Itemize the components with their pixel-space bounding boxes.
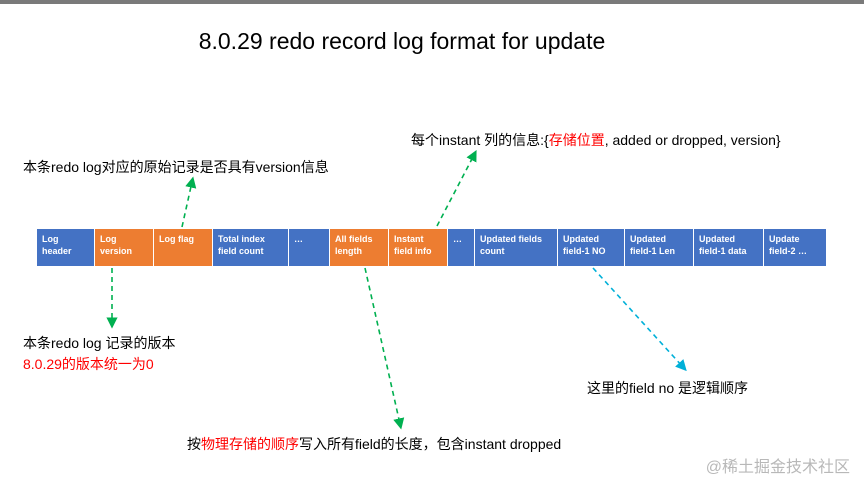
note-fields-length: 按物理存储的顺序写入所有field的长度，包含instant dropped xyxy=(187,436,562,452)
arrow-log-flag xyxy=(181,176,197,228)
cell-ellipsis-1: … xyxy=(289,229,330,266)
note-field-no: 这里的field no 是逻辑顺序 xyxy=(587,380,749,396)
note-version-line2: 8.0.29的版本统一为0 xyxy=(23,356,154,372)
note-log-flag: 本条redo log对应的原始记录是否具有version信息 xyxy=(23,159,329,175)
arrow-field-no xyxy=(592,267,687,372)
arrow-instant-info xyxy=(436,150,477,227)
cell-log-flag: Log flag xyxy=(154,229,213,266)
watermark: @稀土掘金技术社区 xyxy=(705,459,850,476)
cell-ellipsis-2: … xyxy=(448,229,475,266)
diagram-title: 8.0.29 redo record log format for update xyxy=(198,28,606,54)
note-instant-info: 每个instant 列的信息:{存储位置, added or dropped, … xyxy=(411,132,781,148)
note-version-line1: 本条redo log 记录的版本 xyxy=(23,335,176,351)
arrow-all-fields-length xyxy=(364,267,405,430)
top-border xyxy=(0,0,864,4)
